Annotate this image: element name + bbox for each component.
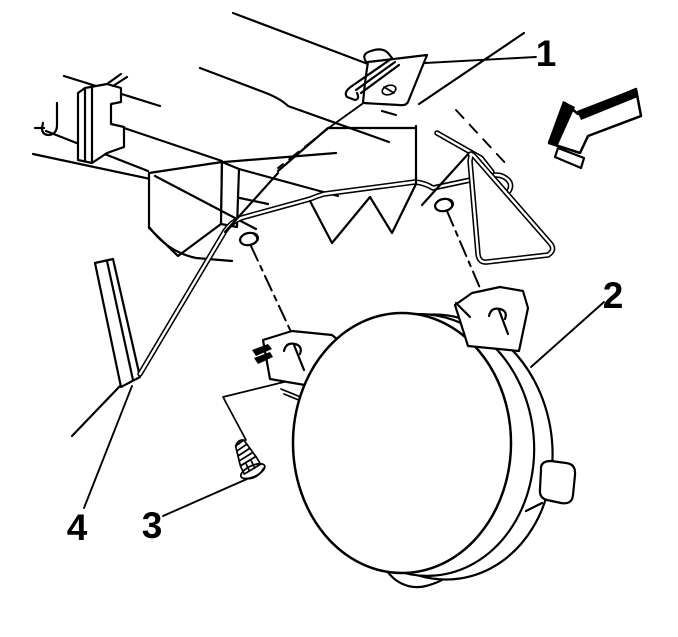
screw-threads [234,439,257,467]
bracket-gusset [308,195,372,245]
lamp-connector [538,459,577,505]
clip-hole-mark [383,86,395,94]
tie-bar-edge [198,66,391,144]
pocket-recess [147,160,224,258]
bracket-gusset [368,182,418,235]
lamp-lens [291,311,513,575]
mounting-screw [222,381,285,480]
body-post-flange [105,72,129,88]
clip-hook [344,84,360,102]
fog-lamp [252,285,577,589]
pocket-recess-wall [219,160,241,229]
bracket-strip-fold [105,259,135,382]
bracket-band-inner [138,173,512,376]
screw-position-line [222,381,285,441]
lamp-tab-right-notch [454,301,472,319]
body-structure [31,11,526,438]
alignment-lines [250,103,509,350]
lamp-tab-left-clip [254,352,273,364]
body-post-connector [122,126,224,163]
callout-1-label: 1 [536,33,557,74]
callout-4-label: 4 [67,507,88,548]
arrow-base-face [553,146,586,170]
clip-fold-mark [380,109,398,117]
lamp-tab-right-hole-mark [487,307,510,336]
j-hook-glyph [33,101,59,137]
tie-bar-edge [417,31,526,106]
bracket-right-flange-inner [435,131,494,174]
bracket-flap [467,151,556,265]
arrow-left-band [548,101,575,147]
clip-alignment-line [329,103,363,128]
arrow-top-band [577,88,638,120]
screw-axis-left [250,245,300,350]
clip-hole [381,84,397,96]
mounting-bracket [93,124,556,389]
callout-2-label: 2 [603,275,624,316]
tie-bar-edge [231,11,370,66]
clip-spring-arm [350,57,401,95]
bracket-flap-inner [468,152,554,264]
clip-alignment-dashed [277,126,331,169]
leader-line-2 [530,301,605,368]
clip-alignment-dashed-right [455,109,509,167]
leader-line-3 [162,478,248,517]
leader-line-4 [83,385,133,509]
lamp-connector-lead [524,501,544,513]
callouts: 1 2 3 4 [67,33,624,548]
panel-lower-edge [70,384,122,438]
clip-spring-hump [363,48,394,65]
callout-3-label: 3 [142,505,163,546]
lamp-tab-right [453,285,530,353]
screw-axis-right [446,210,487,303]
pocket-edge-line [222,151,338,164]
pocket-edge-line [237,167,340,198]
leader-line-1 [424,56,537,64]
bracket-hole-left-thread [242,231,258,245]
bracket-hole-right-thread [437,197,453,211]
retainer-clip [344,48,429,117]
pocket-lip [148,226,234,263]
body-post-fold [83,83,94,165]
direction-arrow-icon [547,87,643,170]
lamp-tab-left-hole-mark [282,342,306,372]
bracket-strip [93,257,142,389]
lamp-tab-left-clip [252,344,272,356]
bracket-flap-edge [420,151,471,207]
bracket-gusset-edge [223,171,280,234]
